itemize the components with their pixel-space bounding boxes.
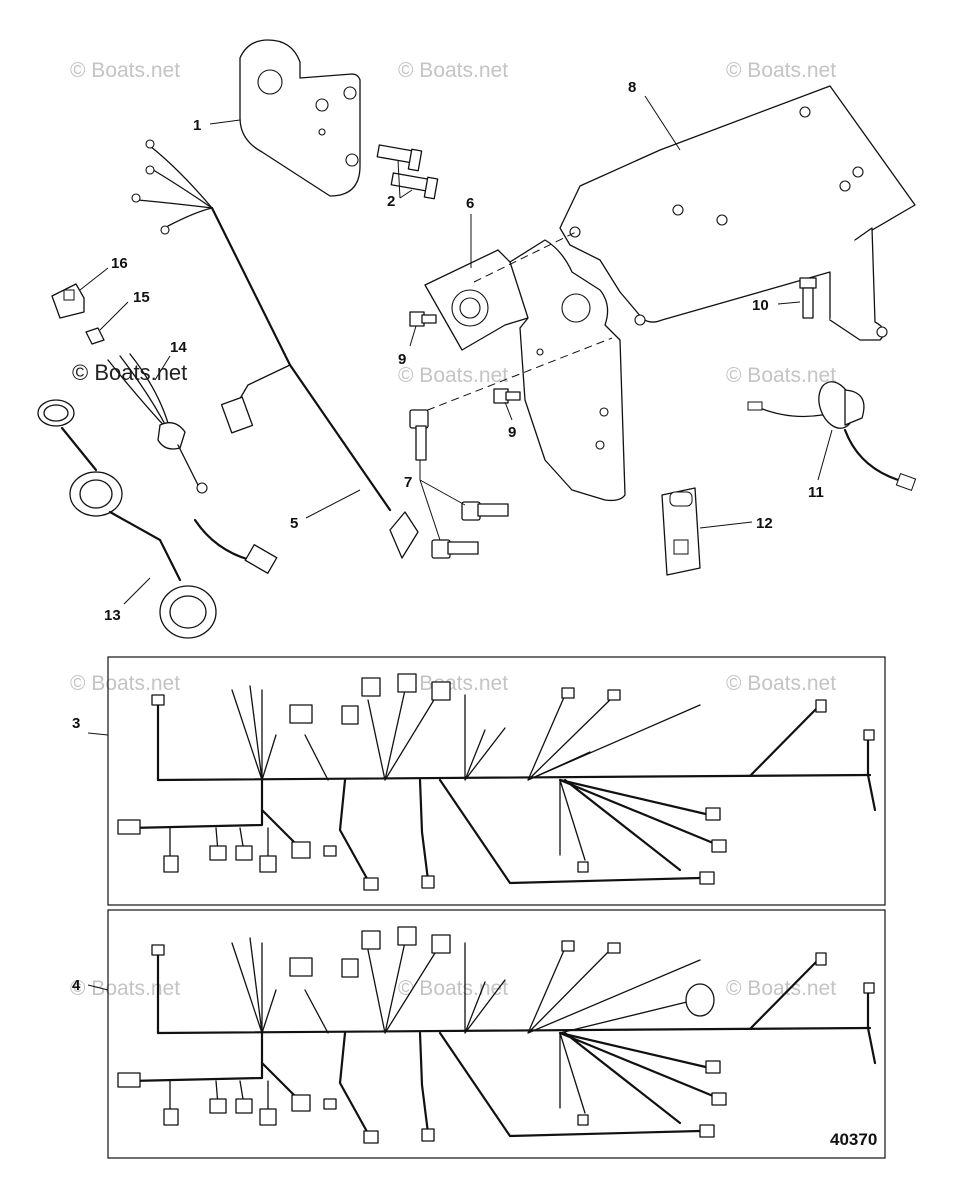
callout-4: 4 xyxy=(72,977,81,994)
part-11-sensor xyxy=(747,381,917,492)
callout-13: 13 xyxy=(104,607,121,624)
watermark: © Boats.net xyxy=(70,977,180,1000)
part-8-plate xyxy=(559,85,916,341)
callout-8: 8 xyxy=(628,79,636,96)
harness-3 xyxy=(107,656,886,906)
callouts: 1 2 3 4 5 6 7 8 9 9 10 11 12 13 14 15 16 xyxy=(72,79,824,994)
harness-4-frame xyxy=(107,909,886,1159)
harness-4 xyxy=(107,909,886,1159)
figure-id: 40370 xyxy=(830,1130,877,1149)
harness-4-connectors xyxy=(117,926,875,1144)
watermark: © Boats.net xyxy=(70,59,180,82)
leader-lines xyxy=(79,95,833,991)
watermark: © Boats.net xyxy=(726,364,836,387)
callout-11: 11 xyxy=(808,484,824,501)
watermark: © Boats.net xyxy=(398,59,508,82)
watermark-dark: © Boats.net xyxy=(72,360,187,385)
harness-4-round-plug xyxy=(685,983,715,1017)
watermark: © Boats.net xyxy=(398,364,508,387)
part-10-bolt xyxy=(799,277,817,319)
part-14-harness xyxy=(107,353,278,574)
callout-10: 10 xyxy=(752,297,769,314)
callout-15: 15 xyxy=(133,289,150,306)
callout-6: 6 xyxy=(466,195,474,212)
part-9-bolts xyxy=(409,311,521,404)
part-1-bracket xyxy=(239,39,361,197)
callout-9a: 9 xyxy=(398,351,406,368)
watermark: © Boats.net xyxy=(398,977,508,1000)
watermark: © Boats.net xyxy=(726,977,836,1000)
part-5-harness xyxy=(131,139,419,559)
callout-16: 16 xyxy=(111,255,128,272)
watermark: © Boats.net xyxy=(726,672,836,695)
part-15-clip xyxy=(85,327,105,345)
callout-2: 2 xyxy=(387,193,395,210)
harness-3-frame xyxy=(107,656,886,906)
callout-14: 14 xyxy=(170,339,187,356)
callout-5: 5 xyxy=(290,515,298,532)
part-2-bolts xyxy=(376,144,439,200)
callout-7: 7 xyxy=(404,474,412,491)
watermark: © Boats.net xyxy=(70,672,180,695)
part-6-bracket xyxy=(424,239,626,502)
part-13-harness xyxy=(37,399,217,639)
part-16-clip xyxy=(51,283,85,319)
callout-3: 3 xyxy=(72,715,80,732)
part-12-connector xyxy=(661,487,701,576)
harness-3-connectors xyxy=(117,673,875,891)
watermark: © Boats.net xyxy=(726,59,836,82)
part-7-bolts xyxy=(409,409,509,559)
watermark: © Boats.net xyxy=(398,672,508,695)
callout-9b: 9 xyxy=(508,424,516,441)
callout-12: 12 xyxy=(756,515,773,532)
callout-1: 1 xyxy=(193,117,201,134)
